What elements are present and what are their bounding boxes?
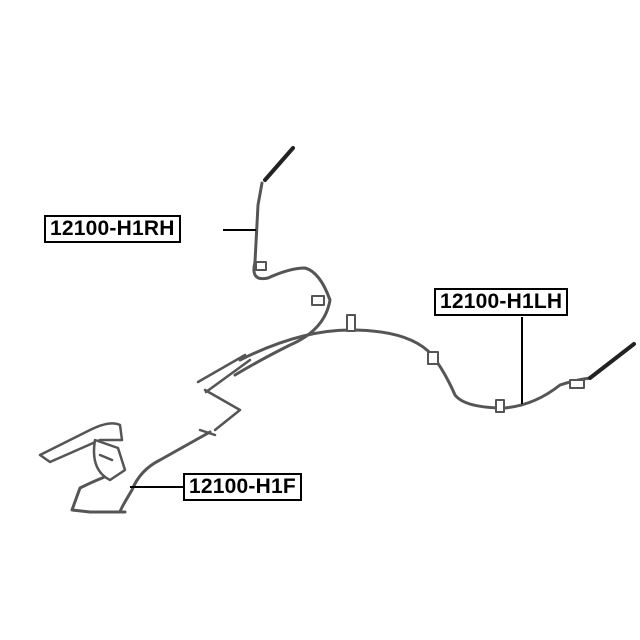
lh-cable	[238, 314, 636, 413]
rh-cable	[233, 146, 332, 377]
brake-lever	[38, 422, 127, 482]
callout-rh: 12100-H1RH	[44, 215, 181, 243]
callout-lh: 12100-H1LH	[434, 288, 569, 316]
leader-lines	[130, 229, 523, 488]
equalizer	[196, 353, 252, 437]
callout-f: 12100-H1F	[183, 473, 302, 501]
